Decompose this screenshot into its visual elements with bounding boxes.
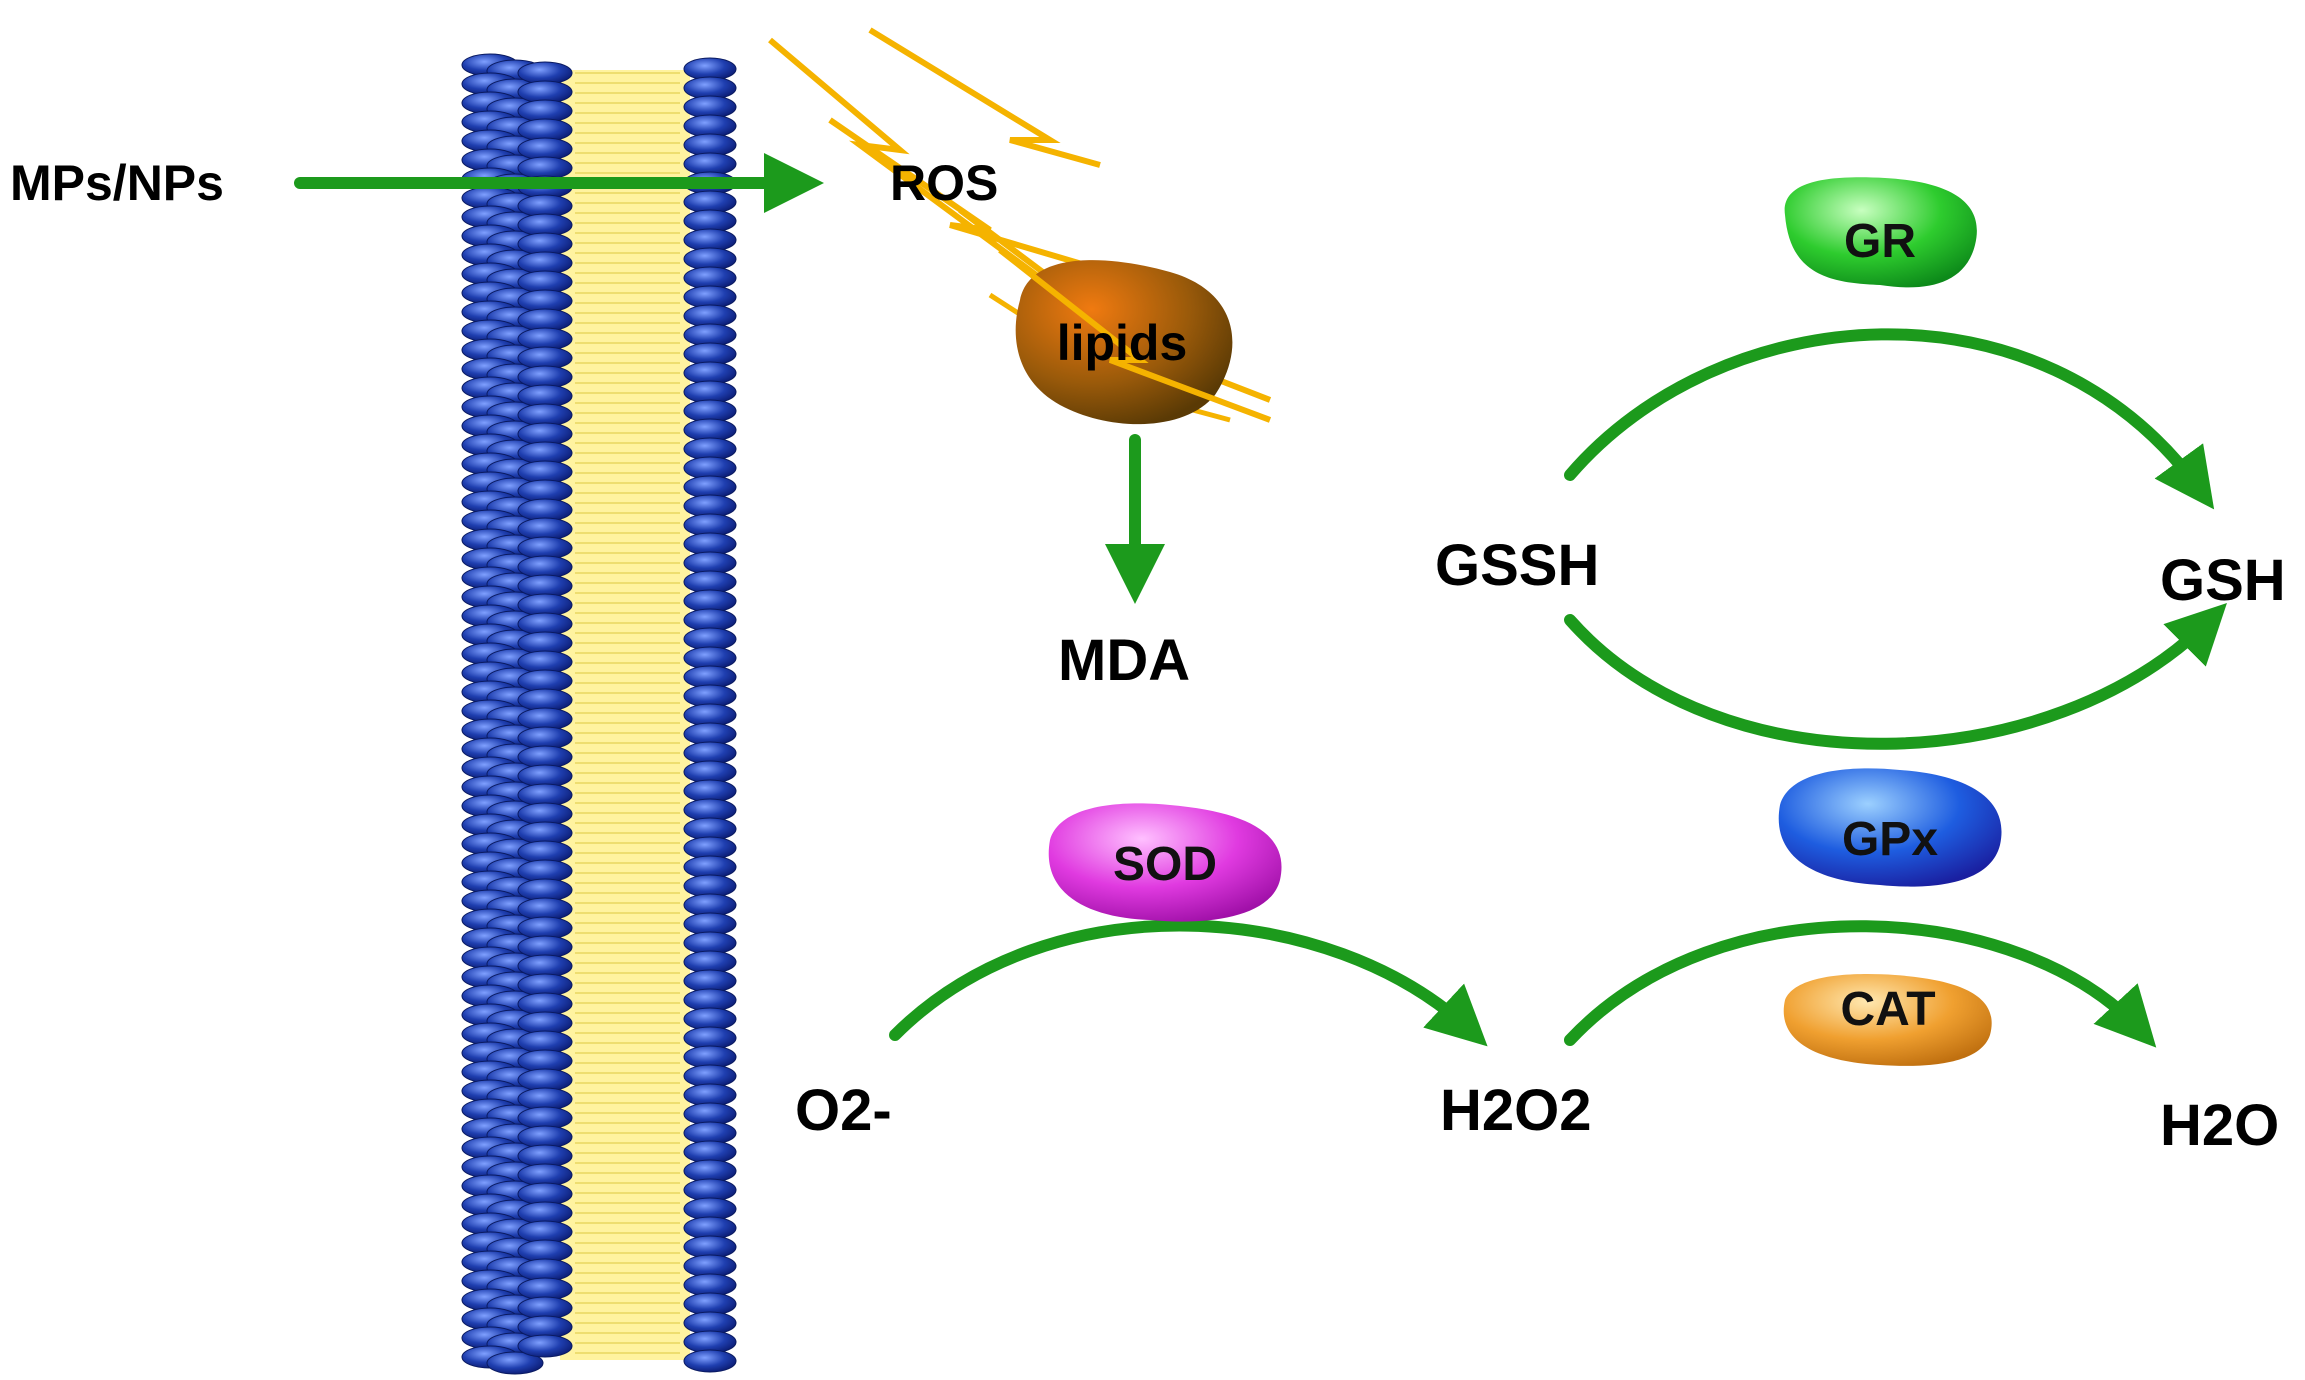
enzyme-sod: SOD xyxy=(1048,803,1282,922)
membrane-heads-left-front xyxy=(517,61,573,1358)
arrow-gssh-to-gsh-top xyxy=(1564,328,2215,510)
mps-nps-label: MPs/NPs xyxy=(10,155,224,211)
o2-label: O2- xyxy=(795,1078,892,1143)
arrow-h2o2-to-h2o xyxy=(1564,920,2157,1048)
ros-bolt xyxy=(868,27,1101,168)
mda-label: MDA xyxy=(1058,628,1190,693)
lipids-label: lipids xyxy=(1057,315,1188,371)
phospholipid-head xyxy=(517,1334,573,1358)
gpx-blob xyxy=(1778,768,2002,887)
h2o2-label: H2O2 xyxy=(1440,1078,1592,1143)
sod-blob xyxy=(1048,803,1282,922)
phospholipid-head xyxy=(486,1351,544,1375)
gpx-label: GPx xyxy=(1842,813,1938,866)
membrane-lipid-tails xyxy=(560,70,690,1360)
enzyme-gr: GR xyxy=(1784,177,1977,288)
arrow-gssh-to-gsh-bottom xyxy=(1564,603,2227,750)
gssh-label: GSSH xyxy=(1435,533,1599,598)
enzyme-gpx: GPx xyxy=(1778,768,2002,887)
sod-label: SOD xyxy=(1113,838,1217,891)
h2o-label: H2O xyxy=(2160,1093,2279,1158)
ros-bolt xyxy=(768,37,1072,303)
cell-membrane xyxy=(461,53,737,1375)
ros-bolt xyxy=(998,247,1272,423)
ros-label: ROS xyxy=(890,155,998,211)
membrane-heads-right xyxy=(683,57,737,1373)
ros-bolt xyxy=(828,117,1171,293)
reaction-arrows xyxy=(294,153,2227,1048)
cat-label: CAT xyxy=(1840,983,1935,1036)
membrane-tail-lines xyxy=(575,72,680,1354)
gr-blob xyxy=(1784,177,1977,288)
phospholipid-head xyxy=(683,1349,737,1373)
arrow-o2-to-h2o2 xyxy=(889,919,1488,1047)
enzyme-cat: CAT xyxy=(1783,974,1992,1066)
gr-label: GR xyxy=(1844,215,1916,268)
gsh-label: GSH xyxy=(2160,548,2286,613)
cat-blob xyxy=(1783,974,1992,1066)
